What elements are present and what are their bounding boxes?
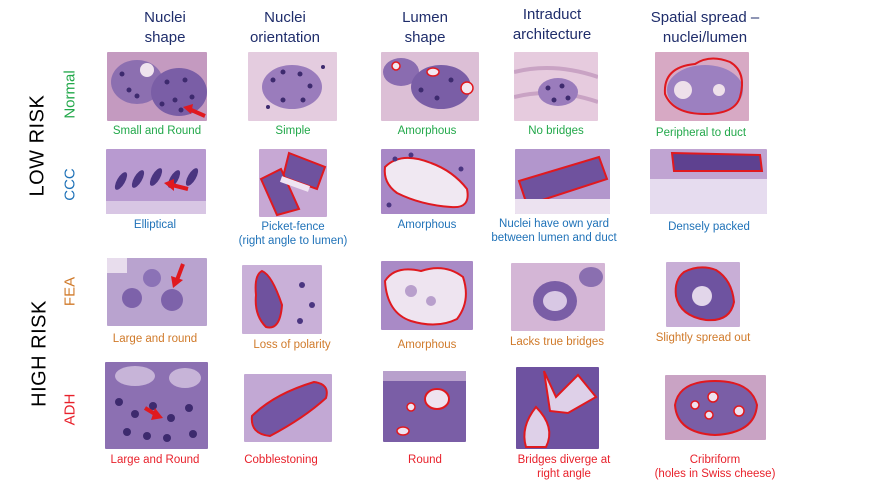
- histology-image: [248, 52, 337, 121]
- caption-ccc-spatial: Densely packed: [668, 221, 750, 233]
- histology-image: [516, 367, 599, 449]
- histology-image: [244, 374, 332, 442]
- caption-adh-nuclei-orientation: Cobblestoning: [244, 454, 318, 466]
- histology-image: [242, 265, 322, 334]
- histology-image: [106, 149, 206, 214]
- caption-normal-nuclei-orientation: Simple: [275, 125, 311, 137]
- caption-adh-spatial: Cribriform (holes in Swiss cheese): [654, 454, 776, 480]
- histology-image: [655, 52, 749, 121]
- caption-ccc-nuclei-shape: Elliptical: [133, 219, 177, 231]
- caption-fea-nuclei-orientation: Loss of polarity: [253, 339, 331, 351]
- tile-ccc-nuclei-shape: [106, 149, 206, 214]
- row-label-normal: Normal: [61, 70, 79, 119]
- column-header-spatial-spread: Spatial spread – nuclei/lumen: [650, 9, 760, 46]
- caption-fea-nuclei-shape: Large and round: [112, 333, 198, 345]
- caption-ccc-intraduct: Nuclei have own yard between lumen and d…: [491, 218, 617, 244]
- group-label-high-risk: HIGH RISK: [28, 300, 51, 407]
- arrow-icon: [171, 263, 185, 288]
- histology-image: [514, 52, 598, 121]
- column-header-intraduct-architecture: Intraduct architecture: [512, 6, 592, 43]
- tile-ccc-nuclei-orientation: [259, 149, 327, 217]
- tile-normal-nuclei-shape: [107, 52, 207, 121]
- tile-fea-nuclei-orientation: [242, 265, 322, 334]
- tile-normal-lumen-shape: [381, 52, 479, 121]
- tile-normal-spatial: [655, 52, 749, 121]
- histology-image: [105, 362, 208, 449]
- tile-fea-lumen-shape: [381, 261, 473, 330]
- histology-image: [650, 149, 767, 214]
- column-header-lumen-shape: Lumen shape: [402, 9, 448, 46]
- tile-fea-intraduct: [511, 263, 605, 331]
- histology-image: [515, 149, 610, 214]
- tile-adh-nuclei-orientation: [244, 374, 332, 442]
- histology-image: [381, 149, 475, 214]
- arrow-icon: [143, 406, 163, 420]
- arrow-icon: [183, 104, 206, 118]
- caption-normal-spatial: Peripheral to duct: [655, 127, 747, 139]
- tile-adh-intraduct: [516, 367, 599, 449]
- histology-image: [381, 261, 473, 330]
- tile-ccc-intraduct: [515, 149, 610, 214]
- histology-image: [259, 149, 327, 217]
- group-label-low-risk: LOW RISK: [26, 94, 49, 197]
- arrow-icon: [164, 179, 189, 191]
- row-label-fea: FEA: [61, 276, 79, 307]
- tile-adh-lumen-shape: [383, 371, 466, 442]
- histology-image: [665, 375, 766, 440]
- caption-fea-lumen-shape: Amorphous: [397, 339, 457, 351]
- caption-ccc-nuclei-orientation: Picket-fence (right angle to lumen): [238, 221, 348, 247]
- caption-ccc-lumen-shape: Amorphous: [397, 219, 457, 231]
- tile-adh-spatial: [665, 375, 766, 440]
- caption-fea-intraduct: Lacks true bridges: [510, 336, 604, 348]
- caption-normal-nuclei-shape: Small and Round: [112, 125, 202, 137]
- tile-fea-spatial: [666, 262, 740, 327]
- tile-adh-nuclei-shape: [105, 362, 208, 449]
- histology-image: [107, 258, 207, 326]
- tile-ccc-lumen-shape: [381, 149, 475, 214]
- tile-ccc-spatial: [650, 149, 767, 214]
- caption-adh-lumen-shape: Round: [408, 454, 442, 466]
- column-header-nuclei-orientation: Nuclei orientation: [249, 9, 321, 46]
- histology-image: [511, 263, 605, 331]
- caption-fea-spatial: Slightly spread out: [655, 332, 751, 344]
- row-label-adh: ADH: [61, 393, 79, 426]
- tile-normal-nuclei-orientation: [248, 52, 337, 121]
- column-header-nuclei-shape: Nuclei shape: [144, 9, 186, 46]
- tile-fea-nuclei-shape: [107, 258, 207, 326]
- histology-image: [381, 52, 479, 121]
- tile-normal-intraduct: [514, 52, 598, 121]
- row-label-ccc: CCC: [61, 168, 79, 201]
- histology-image: [666, 262, 740, 327]
- caption-adh-nuclei-shape: Large and Round: [110, 454, 200, 466]
- caption-normal-intraduct: No bridges: [528, 125, 584, 137]
- caption-normal-lumen-shape: Amorphous: [397, 125, 457, 137]
- caption-adh-intraduct: Bridges diverge at right angle: [517, 454, 611, 480]
- histology-image: [383, 371, 466, 442]
